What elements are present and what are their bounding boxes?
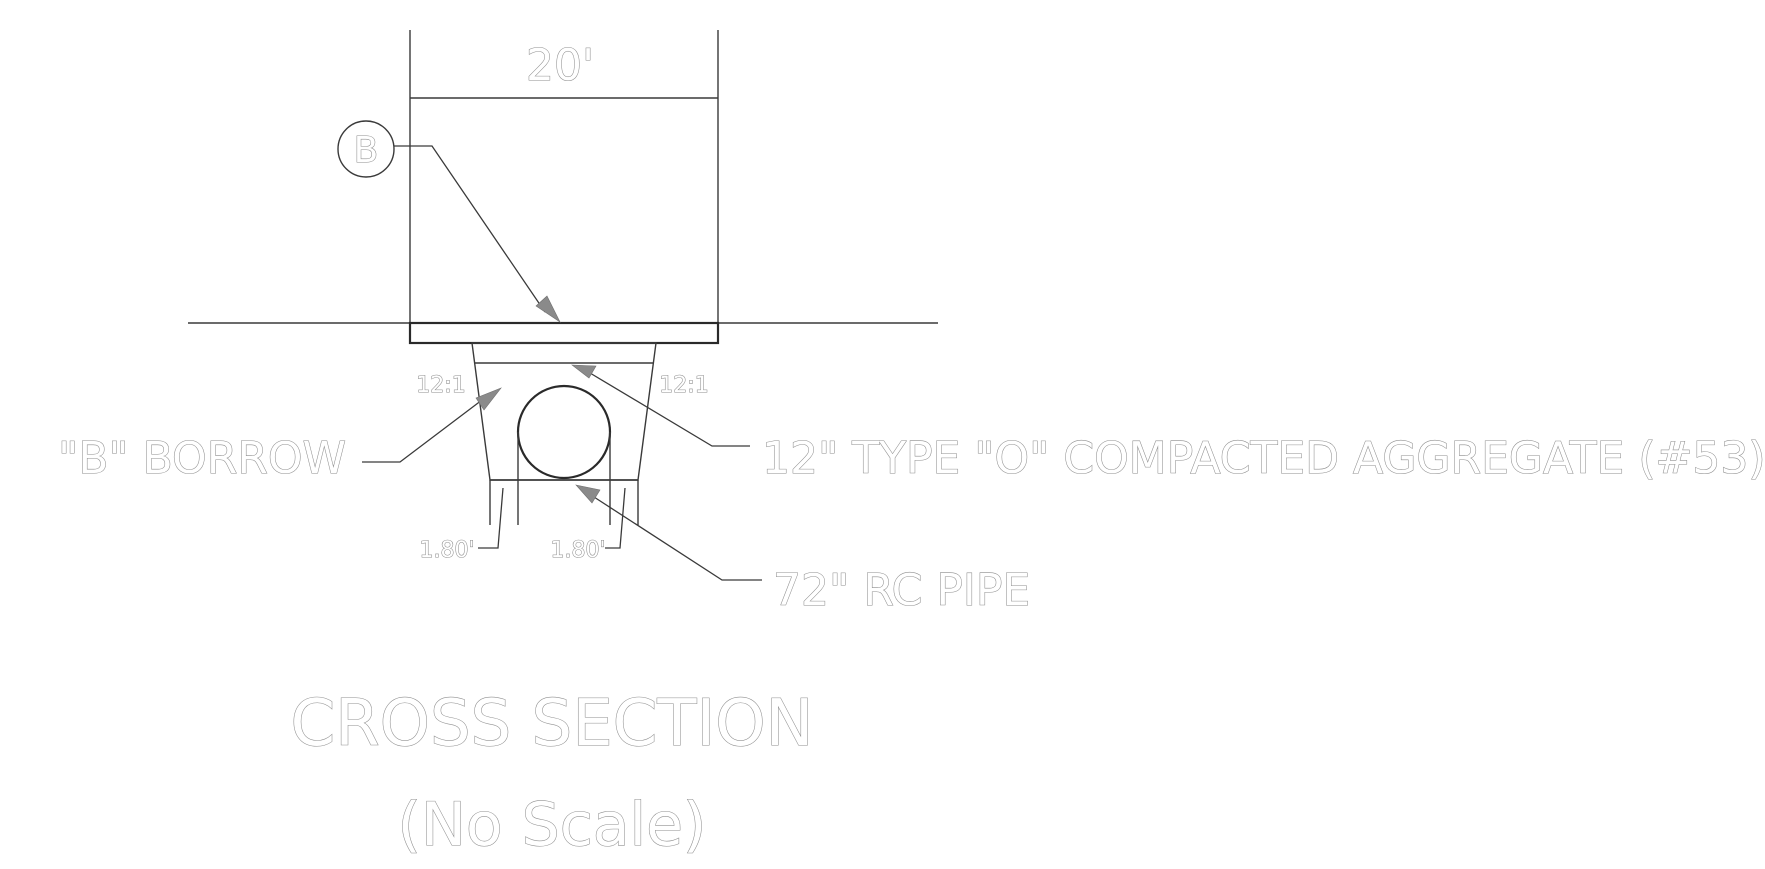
offset-left-label: 1.80' xyxy=(419,538,474,563)
pipe-callout-label: 72" RC PIPE xyxy=(773,565,1030,616)
borrow-leader xyxy=(362,399,483,463)
section-marker-arrowhead xyxy=(535,295,561,323)
pipe-leader xyxy=(593,496,762,581)
aggregate-callout-label: 12" TYPE "O" COMPACTED AGGREGATE (#53) xyxy=(762,433,1765,484)
section-marker-leader xyxy=(394,145,546,313)
rc-pipe xyxy=(516,384,612,480)
section-marker-circle xyxy=(337,120,395,178)
slope-right-label: 12:1 xyxy=(659,373,708,398)
drawing-scale-note: (No Scale) xyxy=(398,790,707,860)
borrow-arrowhead xyxy=(475,387,502,411)
section-marker-label: B xyxy=(354,130,379,171)
offset-right-leader xyxy=(605,487,626,549)
top-slab xyxy=(408,321,720,345)
pipe-arrowhead xyxy=(575,484,601,504)
width-dimension-label: 20' xyxy=(526,40,594,91)
offset-left-leader xyxy=(478,487,504,549)
aggregate-arrowhead xyxy=(571,364,597,379)
slope-left-label: 12:1 xyxy=(416,373,465,398)
borrow-callout-label: "B" BORROW xyxy=(58,433,346,484)
offset-right-label: 1.80' xyxy=(550,538,605,563)
drawing-title: CROSS SECTION xyxy=(290,687,813,761)
aggregate-leader xyxy=(589,372,750,447)
